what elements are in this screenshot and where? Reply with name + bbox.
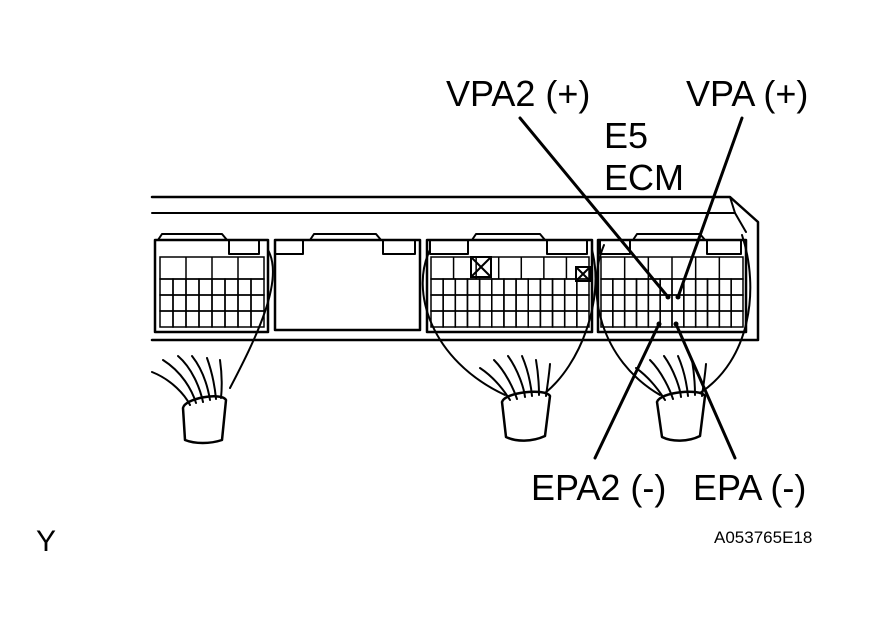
- connector-block-2: [273, 233, 422, 332]
- wire-bundle-1: [151, 355, 228, 445]
- harness-loop-4b: [699, 234, 752, 394]
- label-vpa: VPA (+): [686, 73, 809, 114]
- label-connector-e5: E5: [604, 115, 649, 156]
- label-vpa2: VPA2 (+): [446, 73, 591, 114]
- terminal-grid-e5: [600, 256, 744, 328]
- label-ecm: ECM: [604, 157, 684, 198]
- harness-loop-3b: [544, 249, 597, 394]
- label-figure-id: A053765E18: [714, 528, 813, 547]
- unused-terminal-mark-2: [575, 266, 591, 282]
- leader-epa: [674, 322, 737, 460]
- leader-vpa: [676, 116, 744, 299]
- connector-block-e5: [596, 233, 748, 334]
- wire-bundle-3: [479, 355, 552, 442]
- connector-block-1: [153, 233, 270, 334]
- label-view-marker: Y: [36, 525, 57, 558]
- terminal-grid-1: [159, 256, 265, 328]
- leader-epa2: [593, 322, 661, 460]
- terminal-pin-dot: [665, 294, 671, 300]
- terminal-grid-3: [430, 256, 590, 328]
- harness-loop-3a: [421, 249, 506, 396]
- ecm-housing-inner-edge: [151, 212, 747, 233]
- label-epa2: EPA2 (-): [531, 467, 667, 508]
- ecm-housing: [150, 195, 760, 342]
- terminal-pin-dot: [675, 294, 681, 300]
- terminal-pin-dot: [673, 321, 679, 327]
- connector-block-3: [425, 233, 594, 334]
- terminal-pin-dot: [656, 321, 662, 327]
- unused-terminal-mark-1: [470, 256, 492, 278]
- label-epa: EPA (-): [693, 467, 807, 508]
- harness-loop-4a: [595, 244, 661, 396]
- leader-vpa2: [518, 116, 670, 299]
